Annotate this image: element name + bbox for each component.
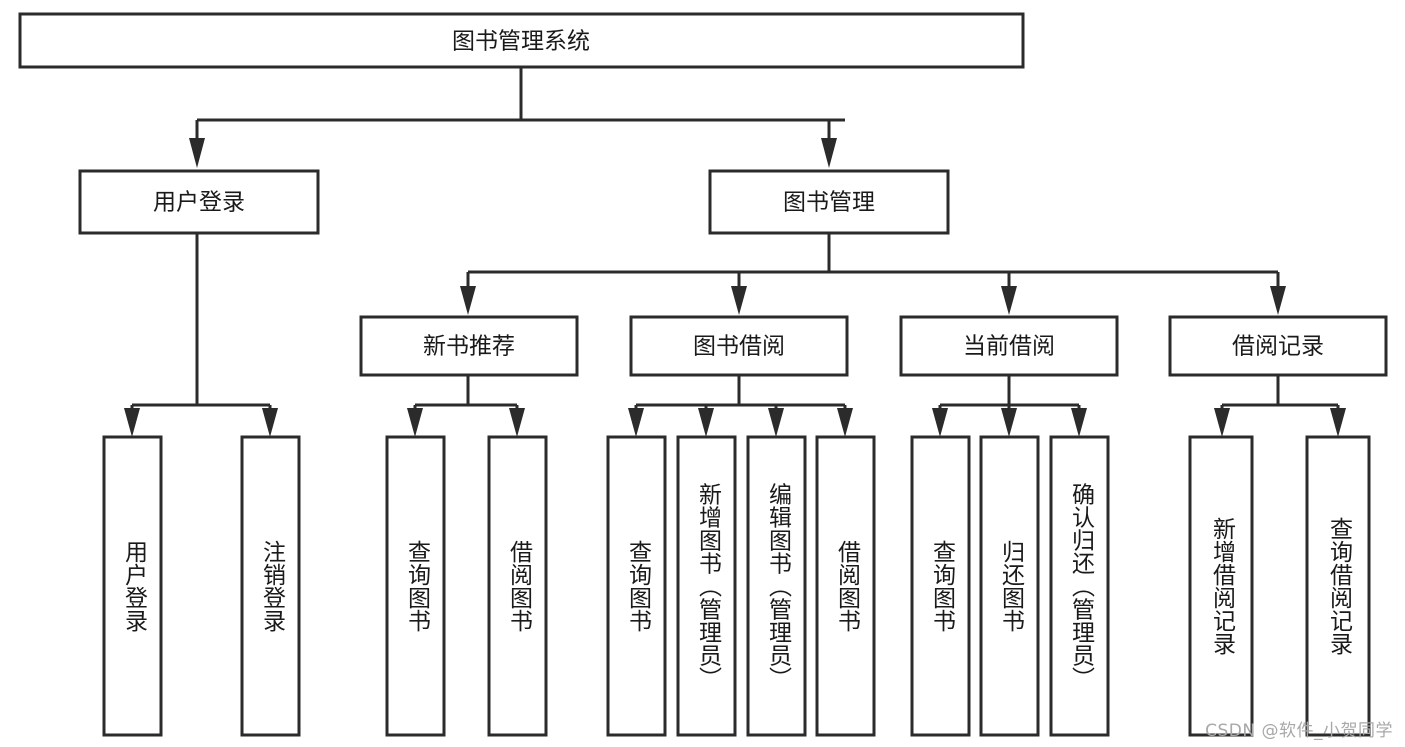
- node-new-book-recommend-label: 新书推荐: [423, 334, 515, 360]
- leaf-book-borrow-1[interactable]: 新增图书（管理员）: [676, 435, 737, 737]
- arrowhead-book-borrow: [731, 286, 747, 315]
- arrowhead-leaf-current-borrow-2: [1071, 408, 1087, 437]
- leaf-current-borrow-0-box[interactable]: [910, 435, 971, 737]
- node-root-system[interactable]: 图书管理系统: [18, 12, 1025, 69]
- leaf-new-book-recommend-0[interactable]: 查询图书: [385, 435, 446, 737]
- node-root-label: 图书管理系统: [452, 29, 590, 55]
- leaf-current-borrow-1-box[interactable]: [979, 435, 1040, 737]
- arrowhead-new-book-recommend: [460, 286, 476, 315]
- arrowhead-leaf-book-borrow-1: [698, 408, 714, 437]
- arrowhead-leaf-book-borrow-0: [628, 408, 644, 437]
- leaf-borrow-record-0-label: 新增借阅记录: [1209, 517, 1237, 655]
- leaf-current-borrow-1-label: 归还图书: [998, 540, 1026, 632]
- arrowhead-leaf-borrow-record-0: [1214, 408, 1230, 437]
- arrowhead-leaf-new-book-0: [407, 408, 423, 437]
- arrowhead-book-manage: [821, 138, 837, 168]
- leaf-book-borrow-1-box[interactable]: [676, 435, 737, 737]
- leaf-borrow-record-1-label: 查询借阅记录: [1326, 517, 1354, 655]
- node-user-login[interactable]: 用户登录: [78, 169, 320, 235]
- leaf-user-login-0[interactable]: 用户登录: [102, 435, 163, 737]
- arrowhead-leaf-book-borrow-3: [837, 408, 853, 437]
- node-book-borrow-box[interactable]: [629, 315, 849, 377]
- node-current-borrow-box[interactable]: [899, 315, 1119, 377]
- leaf-borrow-record-0[interactable]: 新增借阅记录: [1188, 435, 1254, 737]
- node-book-borrow[interactable]: 图书借阅: [629, 315, 849, 377]
- leaf-current-borrow-0[interactable]: 查询图书: [910, 435, 971, 737]
- connector-group-current-borrow: [932, 375, 1087, 437]
- node-book-manage-box[interactable]: [708, 169, 950, 235]
- connector-group-book-borrow: [628, 375, 853, 437]
- node-new-book-recommend[interactable]: 新书推荐: [359, 315, 579, 377]
- leaf-user-login-0-box[interactable]: [102, 435, 163, 737]
- arrowhead-leaf-current-borrow-1: [1001, 408, 1017, 437]
- arrowhead-current-borrow: [1001, 286, 1017, 315]
- leaf-user-login-0-label: 用户登录: [121, 540, 149, 632]
- node-borrow-record-label: 借阅记录: [1232, 334, 1324, 360]
- arrowhead-leaf-user-login-0: [124, 408, 140, 437]
- leaf-user-login-1-box[interactable]: [240, 435, 301, 737]
- leaf-new-book-recommend-0-label: 查询图书: [404, 540, 432, 632]
- leaf-book-borrow-2[interactable]: 编辑图书（管理员）: [746, 435, 807, 737]
- leaf-book-borrow-3-label: 借阅图书: [834, 540, 862, 632]
- leaf-book-borrow-1-label: 新增图书（管理员）: [695, 483, 723, 690]
- leaf-book-borrow-2-box[interactable]: [746, 435, 807, 737]
- node-current-borrow-label: 当前借阅: [963, 334, 1055, 360]
- leaf-book-borrow-0[interactable]: 查询图书: [606, 435, 667, 737]
- connector-group-user-login: [124, 233, 278, 437]
- node-borrow-record[interactable]: 借阅记录: [1168, 315, 1388, 377]
- leaf-book-borrow-3-box[interactable]: [815, 435, 876, 737]
- leaf-current-borrow-2-box[interactable]: [1049, 435, 1110, 737]
- leaf-current-borrow-1[interactable]: 归还图书: [979, 435, 1040, 737]
- leaf-user-login-1[interactable]: 注销登录: [240, 435, 301, 737]
- connector-group-new-book-recommend: [407, 375, 525, 437]
- leaf-user-login-1-label: 注销登录: [259, 540, 287, 632]
- connector-group-book-manage: [460, 233, 1286, 315]
- connector-group-root: [189, 67, 845, 168]
- node-root-box[interactable]: [18, 12, 1025, 69]
- node-current-borrow[interactable]: 当前借阅: [899, 315, 1119, 377]
- node-book-manage[interactable]: 图书管理: [708, 169, 950, 235]
- leaf-borrow-record-0-box[interactable]: [1188, 435, 1254, 737]
- leaf-current-borrow-2[interactable]: 确认归还（管理员）: [1049, 435, 1110, 737]
- leaf-current-borrow-0-label: 查询图书: [929, 540, 957, 632]
- arrowhead-leaf-book-borrow-2: [768, 408, 784, 437]
- arrowhead-leaf-user-login-1: [262, 408, 278, 437]
- arrowhead-borrow-record: [1270, 286, 1286, 315]
- arrowhead-leaf-current-borrow-0: [932, 408, 948, 437]
- leaf-book-borrow-0-box[interactable]: [606, 435, 667, 737]
- leaf-borrow-record-1-box[interactable]: [1305, 435, 1371, 737]
- node-user-login-label: 用户登录: [153, 190, 245, 216]
- arrowhead-user-login: [189, 138, 205, 168]
- arrowhead-leaf-borrow-record-1: [1330, 408, 1346, 437]
- leaf-current-borrow-2-label: 确认归还（管理员）: [1068, 483, 1096, 690]
- node-user-login-box[interactable]: [78, 169, 320, 235]
- connector-group-borrow-record: [1214, 375, 1346, 437]
- leaf-new-book-recommend-0-box[interactable]: [385, 435, 446, 737]
- leaf-book-borrow-2-label: 编辑图书（管理员）: [765, 483, 793, 690]
- arrowhead-leaf-new-book-1: [509, 408, 525, 437]
- node-borrow-record-box[interactable]: [1168, 315, 1388, 377]
- leaf-new-book-recommend-1-label: 借阅图书: [506, 540, 534, 632]
- node-book-manage-label: 图书管理: [783, 190, 875, 216]
- leaf-new-book-recommend-1[interactable]: 借阅图书: [487, 435, 548, 737]
- leaf-new-book-recommend-1-box[interactable]: [487, 435, 548, 737]
- node-book-borrow-label: 图书借阅: [693, 334, 785, 360]
- node-new-book-recommend-box[interactable]: [359, 315, 579, 377]
- leaf-book-borrow-3[interactable]: 借阅图书: [815, 435, 876, 737]
- leaf-borrow-record-1[interactable]: 查询借阅记录: [1305, 435, 1371, 737]
- leaf-book-borrow-0-label: 查询图书: [625, 540, 653, 632]
